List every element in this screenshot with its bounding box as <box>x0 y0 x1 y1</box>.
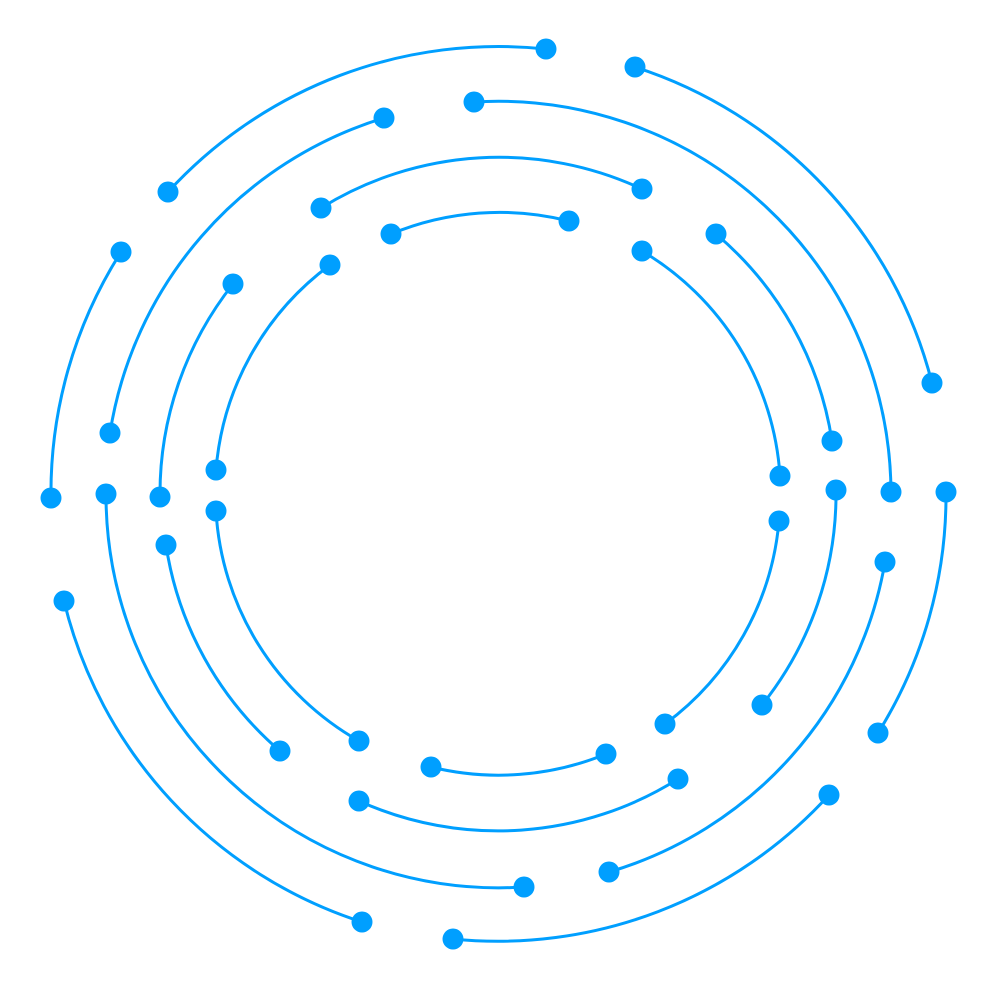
arc-endpoint-dot <box>157 181 179 203</box>
arc-endpoint-dot <box>442 928 464 950</box>
arc-endpoint-dot <box>825 479 847 501</box>
arc-endpoint-dot <box>821 430 843 452</box>
arc-segment <box>62 600 363 924</box>
arc-endpoint-dot <box>348 790 370 812</box>
ring-inner <box>205 210 791 778</box>
arc-endpoint-dot <box>558 210 580 232</box>
arc-endpoint-dot <box>880 481 902 503</box>
arc-endpoint-dot <box>751 694 773 716</box>
arc-endpoint-dot <box>769 465 791 487</box>
arc-segment <box>634 65 934 384</box>
arc-segment <box>164 544 281 753</box>
arc-endpoint-dot <box>351 911 373 933</box>
arc-endpoint-dot <box>818 784 840 806</box>
arc-endpoint-dot <box>654 713 676 735</box>
arc-endpoint-dot <box>867 722 889 744</box>
arc-segment <box>641 249 782 477</box>
arc-endpoint-dot <box>149 486 171 508</box>
ring-second <box>95 91 902 898</box>
arc-endpoint-dot <box>463 91 485 113</box>
arc-endpoint-dot <box>222 273 244 295</box>
arc-segment <box>158 283 235 498</box>
arc-segment <box>876 491 948 734</box>
arc-endpoint-dot <box>205 500 227 522</box>
arc-endpoint-dot <box>631 178 653 200</box>
arc-endpoint-dot <box>598 861 620 883</box>
arc-endpoint-dot <box>631 240 653 262</box>
arc-segment <box>214 263 331 471</box>
arc-endpoint-dot <box>921 372 943 394</box>
arc-segment <box>430 752 607 777</box>
ring-third <box>149 155 847 833</box>
arc-endpoint-dot <box>40 487 62 509</box>
arc-endpoint-dot <box>269 740 291 762</box>
arc-endpoint-dot <box>95 483 117 505</box>
arc-endpoint-dot <box>935 481 957 503</box>
arc-endpoint-dot <box>768 510 790 532</box>
arc-segment <box>104 493 525 890</box>
arc-segment <box>715 232 834 442</box>
arc-segment <box>49 251 123 499</box>
arc-endpoint-dot <box>513 876 535 898</box>
arc-endpoint-dot <box>319 254 341 276</box>
arc-segment <box>473 99 893 493</box>
arc-endpoint-dot <box>535 38 557 60</box>
arc-endpoint-dot <box>53 590 75 612</box>
arc-endpoint-dot <box>667 768 689 790</box>
arc-segment <box>166 44 547 194</box>
arc-segment <box>320 155 643 210</box>
arc-endpoint-dot <box>348 730 370 752</box>
arc-segment <box>452 793 831 943</box>
arc-endpoint-dot <box>420 756 442 778</box>
arc-segment <box>390 210 570 236</box>
arc-segment <box>108 116 385 434</box>
arc-segment <box>664 520 781 726</box>
arc-endpoint-dot <box>595 743 617 765</box>
arc-endpoint-dot <box>874 551 896 573</box>
ring-outer <box>40 38 957 950</box>
arc-endpoint-dot <box>705 223 727 245</box>
arc-endpoint-dot <box>373 107 395 129</box>
arc-segment <box>358 777 679 833</box>
arc-segment <box>760 489 838 706</box>
arc-endpoint-dot <box>380 223 402 245</box>
arc-endpoint-dot <box>310 197 332 219</box>
arc-endpoint-dot <box>624 56 646 78</box>
arc-endpoint-dot <box>205 459 227 481</box>
arc-endpoint-dot <box>99 422 121 444</box>
arc-endpoint-dot <box>110 241 132 263</box>
arc-segment <box>608 561 887 874</box>
arc-segment <box>214 510 360 743</box>
arc-endpoint-dot <box>155 534 177 556</box>
